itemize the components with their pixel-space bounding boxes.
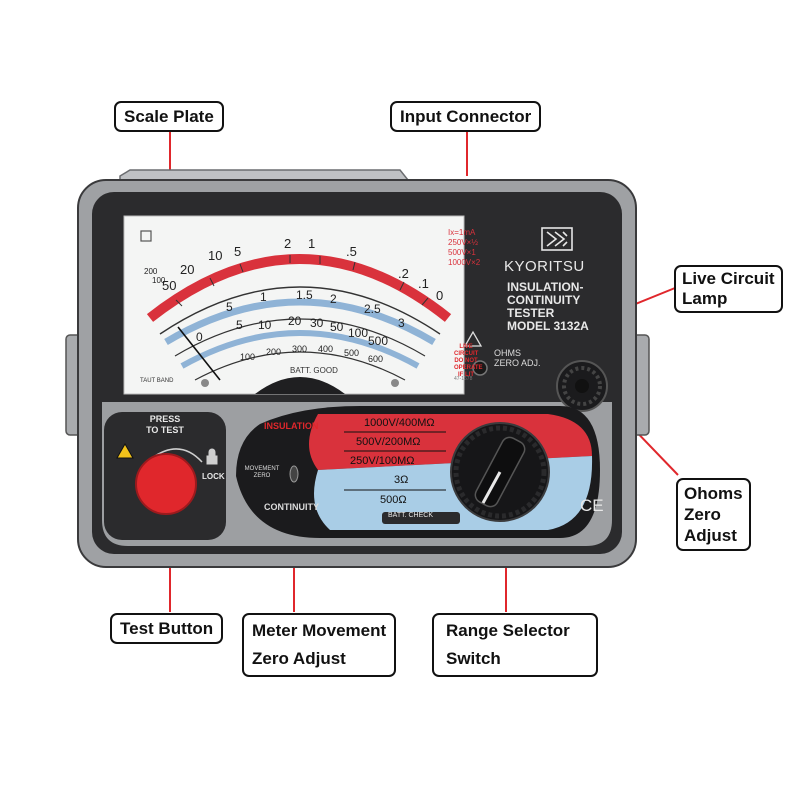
taut-band-label: TAUT BAND bbox=[140, 378, 174, 384]
test-button[interactable] bbox=[135, 453, 197, 515]
live-circuit-lamp bbox=[472, 360, 488, 376]
callout-ohms-zero-adjust: Ohoms Zero Adjust bbox=[676, 478, 751, 551]
scale-legend: Ix=1mA 250V×½ 500V×1 1000V×2 bbox=[448, 228, 481, 267]
callout-test-button-text: Test Button bbox=[120, 619, 214, 638]
callout-scale-plate: Scale Plate bbox=[114, 101, 224, 132]
live-circuit-warning: LIVE CIRCUIT DO NOT OPERATE IF LIT bbox=[454, 344, 483, 378]
brand-name: KYORITSU bbox=[504, 258, 585, 275]
warning-triangle-icon bbox=[116, 442, 134, 459]
callout-input-connector-text: Input Connector bbox=[400, 107, 532, 126]
ohms-zero-adjust-knob[interactable] bbox=[556, 360, 608, 412]
meter-needle bbox=[177, 326, 221, 381]
press-to-test-label: PRESS TO TEST bbox=[146, 414, 184, 435]
callout-live-circuit-lamp: Live Circuit Lamp bbox=[674, 265, 783, 313]
kyoritsu-logo bbox=[541, 227, 573, 251]
callout-input-connector: Input Connector bbox=[390, 101, 542, 132]
callout-meter-movement: Meter Movement Zero Adjust bbox=[242, 613, 397, 677]
input-connector-strap bbox=[119, 169, 410, 181]
lock-icon bbox=[206, 448, 218, 465]
batt-check-label: BATT. CHECK bbox=[388, 512, 433, 519]
ce-mark: CE bbox=[580, 496, 604, 515]
scale-code: 47-1678 bbox=[454, 376, 473, 382]
warning-triangle-icon bbox=[463, 330, 483, 347]
ohms-zero-adj-label: OHMS ZERO ADJ. bbox=[494, 348, 541, 368]
insulation-label: INSULATION bbox=[264, 421, 319, 431]
model-label: INSULATION- CONTINUITY TESTER MODEL 3132… bbox=[507, 280, 589, 333]
movement-zero-label: MOVEMENT ZERO bbox=[244, 466, 280, 479]
range-selector-knob[interactable] bbox=[450, 422, 550, 522]
batt-good-label: BATT. GOOD bbox=[290, 366, 338, 375]
meter-pivot bbox=[255, 377, 345, 394]
callout-scale-plate-text: Scale Plate bbox=[124, 107, 214, 126]
meter-movement-zero-screw[interactable] bbox=[289, 465, 299, 483]
lock-label: LOCK bbox=[202, 472, 225, 481]
scale-arcs bbox=[146, 254, 452, 381]
callout-test-button: Test Button bbox=[110, 613, 224, 644]
callout-range-selector: Range Selector Switch bbox=[432, 613, 598, 677]
continuity-label: CONTINUITY bbox=[264, 502, 319, 512]
